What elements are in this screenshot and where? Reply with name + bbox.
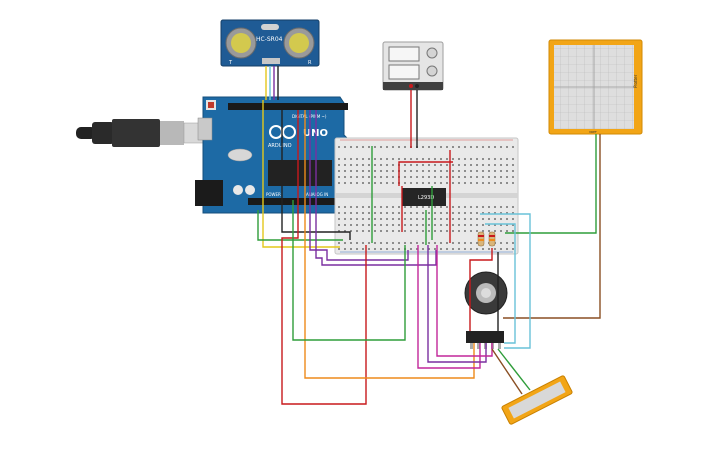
wire-brown-slide — [491, 348, 523, 395]
sensor-r-label: R — [308, 60, 312, 66]
digital-header — [228, 103, 348, 110]
motor-encoder[interactable] — [464, 271, 508, 315]
wire-purple-loop — [427, 245, 487, 363]
l293d-chip[interactable]: L293D — [402, 188, 446, 206]
power-supply[interactable] — [382, 41, 444, 91]
wire-green-loop — [292, 200, 406, 341]
resistors — [477, 231, 496, 247]
wire-brown-plotter — [503, 134, 601, 319]
wire-red-header — [469, 248, 493, 331]
power-header-label: POWER — [266, 192, 281, 197]
wire-cyan-1 — [485, 223, 516, 344]
wire-purple-board — [309, 110, 409, 261]
atmega-chip — [268, 160, 332, 186]
sensor-label: HC-SR04 — [256, 36, 283, 43]
pin-header — [466, 331, 504, 349]
wires — [257, 66, 601, 405]
wire-cyan-2 — [480, 213, 531, 349]
wire-purple-board2 — [315, 110, 437, 266]
analog-header-label: ANALOG IN — [306, 192, 328, 197]
power-analog-header — [248, 198, 344, 205]
wire-yellow-board — [262, 100, 340, 248]
arduino-brand-label: ARDUINO — [268, 143, 292, 149]
wire-green-plotter — [505, 134, 597, 234]
sensor-t-label: T — [228, 60, 233, 66]
wire-green-slide — [497, 348, 531, 391]
chip-label: L293D — [418, 195, 434, 201]
wire-red-bridge — [398, 161, 453, 186]
ultrasonic-sensor[interactable]: HC-SR04 T R — [220, 19, 320, 67]
slide-sensor[interactable] — [501, 375, 573, 425]
wire-green-board — [257, 210, 343, 241]
arduino-uno-board[interactable]: ARDUINO UNO DIGITAL (PWM ~) POWER ANALOG… — [195, 96, 350, 214]
usb-cable — [76, 119, 207, 147]
plotter-label: Plotter — [633, 74, 638, 88]
wire-orange-loop — [304, 110, 475, 379]
plotter-display[interactable]: Plotter VREF — [548, 39, 643, 135]
plotter-pin-label: VREF — [589, 130, 597, 134]
